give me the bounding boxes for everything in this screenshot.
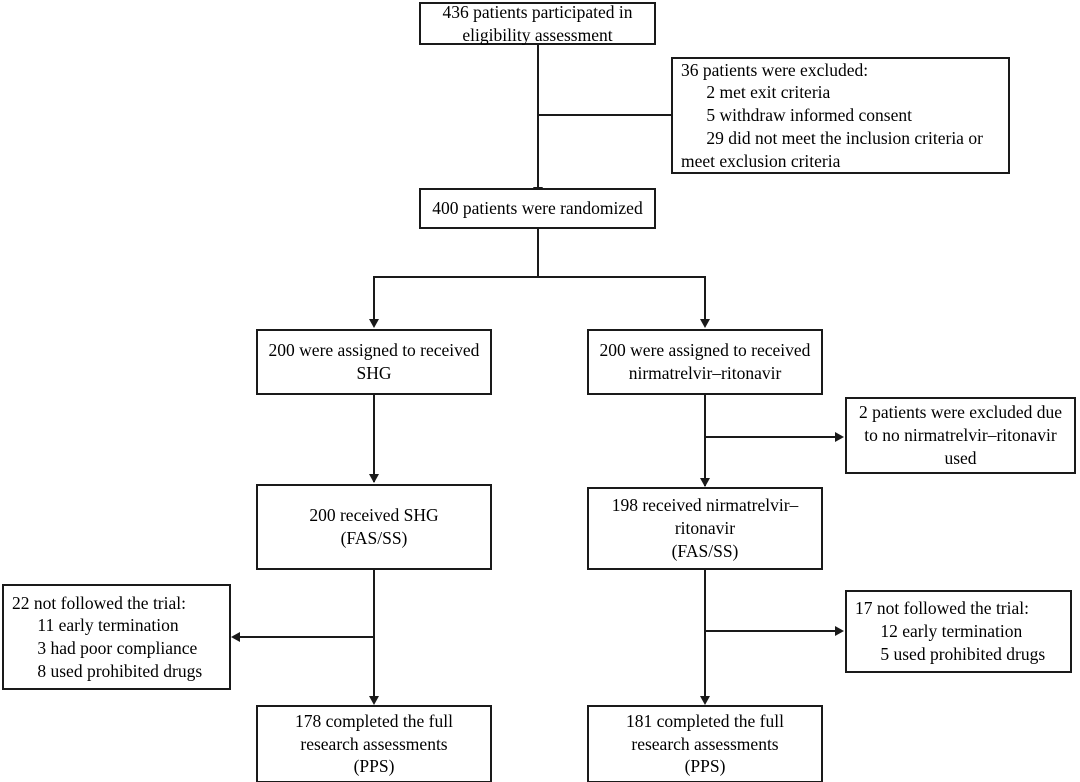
node-lost-left-line3: 3 had poor compliance <box>37 638 198 658</box>
node-completed-left: 178 completed the full research assessme… <box>256 705 492 782</box>
node-assigned-left-line1: 200 were assigned to received <box>268 340 480 361</box>
node-lost-right: 17 not followed the trial: 12 early term… <box>845 590 1072 673</box>
node-lost-left-line2: 11 early termination <box>37 615 179 636</box>
arrowhead-completed-left <box>369 696 379 705</box>
node-excluded-right-line1: 2 patients were excluded due <box>858 402 1063 423</box>
node-enrollment-line1: 436 patients participated in <box>442 1 633 22</box>
node-received-right-line1: 198 received nirmatrelvir– <box>611 495 799 516</box>
node-excluded-right-line2: to no nirmatrelvir–ritonavir <box>864 425 1057 446</box>
node-excluded-right-line3: used <box>944 447 977 468</box>
node-lost-left-line1: 22 not followed the trial: <box>12 592 186 613</box>
node-excluded-screening: 36 patients were excluded: 2 met exit cr… <box>671 57 1010 174</box>
arrowhead-received-left <box>369 474 379 483</box>
arrowhead-assigned-left <box>369 319 379 328</box>
node-received-right: 198 received nirmatrelvir– ritonavir (FA… <box>587 487 823 570</box>
node-excluded-right: 2 patients were excluded due to no nirma… <box>845 397 1076 474</box>
node-lost-right-line1: 17 not followed the trial: <box>855 598 1029 619</box>
node-completed-right-line2: research assessments <box>631 733 779 754</box>
node-received-left-line1: 200 received SHG <box>309 505 439 526</box>
node-received-right-line3: (FAS/SS) <box>671 540 739 561</box>
arrowhead-excluded-right <box>835 432 844 442</box>
connector-assigned-right-to-excluded-right <box>704 436 837 438</box>
connector-received-right-to-completed-right <box>704 570 706 702</box>
node-completed-left-line3: (PPS) <box>353 756 395 777</box>
node-lost-right-line3: 5 used prohibited drugs <box>880 643 1046 664</box>
node-completed-right: 181 completed the full research assessme… <box>587 705 823 782</box>
connector-split-horizontal <box>373 276 706 278</box>
node-excluded-screening-line5: meet exclusion criteria <box>681 150 841 171</box>
node-excluded-screening-line3: 5 withdraw informed consent <box>706 105 912 126</box>
node-randomized: 400 patients were randomized <box>419 188 656 229</box>
arrowhead-received-right <box>700 478 710 487</box>
node-completed-right-line1: 181 completed the full <box>626 710 784 731</box>
connector-received-left-to-lost-left <box>240 636 375 638</box>
connector-received-right-to-lost-right <box>704 630 837 632</box>
node-assigned-left: 200 were assigned to received SHG <box>256 329 492 395</box>
node-enrollment: 436 patients participated in eligibility… <box>419 2 656 45</box>
connector-enrollment-to-randomized <box>537 44 539 196</box>
node-lost-left: 22 not followed the trial: 11 early term… <box>2 584 231 690</box>
node-lost-right-line2: 12 early termination <box>880 621 1023 642</box>
node-assigned-left-line2: SHG <box>356 363 392 383</box>
node-enrollment-line2: eligibility assessment <box>462 24 613 45</box>
arrowhead-completed-right <box>700 696 710 705</box>
node-received-right-line2: ritonavir <box>674 518 736 539</box>
arrowhead-lost-left <box>231 632 240 642</box>
node-assigned-right-line1: 200 were assigned to received <box>599 340 811 361</box>
arrowhead-assigned-right <box>700 319 710 328</box>
node-completed-right-line3: (PPS) <box>684 756 726 777</box>
connector-assigned-right-to-received-right <box>704 394 706 486</box>
node-received-left-line2: (FAS/SS) <box>340 528 408 548</box>
connector-split-to-assigned-right <box>704 276 706 321</box>
node-received-left: 200 received SHG (FAS/SS) <box>256 484 492 570</box>
node-assigned-right-line2: nirmatrelvir–ritonavir <box>628 363 782 383</box>
node-excluded-screening-line1: 36 patients were excluded: <box>681 59 869 80</box>
node-completed-left-line1: 178 completed the full <box>295 710 453 731</box>
node-completed-left-line2: research assessments <box>300 733 448 754</box>
connector-split-to-assigned-left <box>373 276 375 321</box>
node-excluded-screening-line2: 2 met exit criteria <box>706 82 831 103</box>
node-randomized-line1: 400 patients were randomized <box>432 198 643 219</box>
arrowhead-lost-right <box>835 626 844 636</box>
connector-randomized-to-split <box>537 228 539 278</box>
node-excluded-screening-line4: 29 did not meet the inclusion criteria o… <box>706 127 983 148</box>
node-lost-left-line4: 8 used prohibited drugs <box>37 660 203 681</box>
node-assigned-right: 200 were assigned to received nirmatrelv… <box>587 329 823 395</box>
connector-assigned-left-to-received-left <box>373 394 375 482</box>
